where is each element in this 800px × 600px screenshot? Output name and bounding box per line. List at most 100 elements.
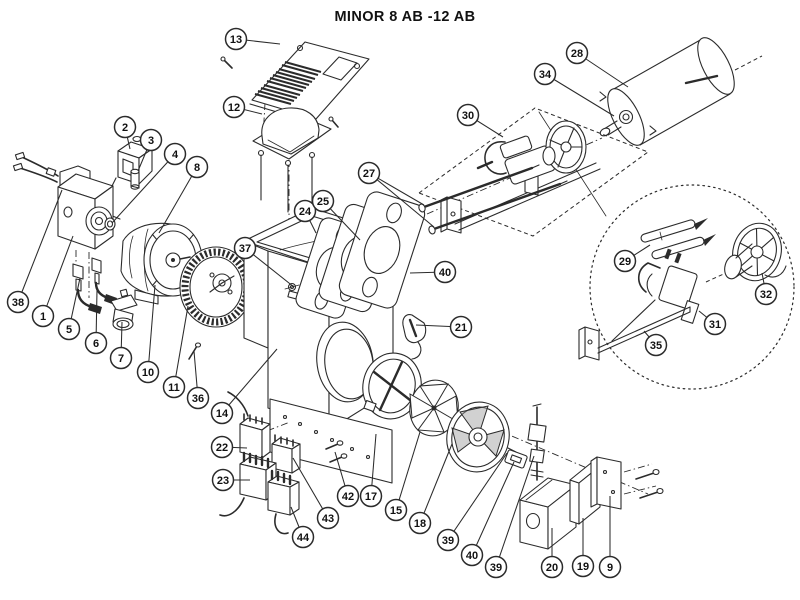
svg-text:28: 28 bbox=[571, 48, 583, 60]
callout-2: 2 bbox=[113, 115, 137, 139]
screw-36 bbox=[188, 342, 202, 360]
nozzle-valve-7 bbox=[110, 288, 138, 331]
screws-27 bbox=[418, 164, 568, 235]
callout-25: 25 bbox=[311, 189, 335, 213]
transformer-12 bbox=[252, 107, 339, 213]
callout-29: 29 bbox=[613, 249, 637, 273]
svg-text:19: 19 bbox=[577, 561, 589, 573]
air-intake-box-20 bbox=[519, 477, 577, 550]
callout-24: 24 bbox=[293, 199, 317, 223]
svg-text:3: 3 bbox=[148, 135, 154, 147]
blower-wheel-10-11 bbox=[179, 246, 253, 328]
callout-34: 34 bbox=[533, 62, 557, 86]
svg-text:8: 8 bbox=[194, 162, 200, 174]
damper-shaft-39 bbox=[527, 403, 547, 481]
callout-5: 5 bbox=[57, 317, 81, 341]
callout-42: 42 bbox=[336, 484, 360, 508]
fitting-6 bbox=[91, 257, 117, 305]
terminal-block-44 bbox=[267, 469, 300, 535]
svg-text:6: 6 bbox=[93, 338, 99, 350]
svg-text:40: 40 bbox=[439, 267, 451, 279]
svg-text:42: 42 bbox=[342, 491, 354, 503]
nozzle-29 bbox=[640, 218, 716, 260]
blast-tube-28 bbox=[599, 37, 763, 146]
svg-text:25: 25 bbox=[317, 196, 329, 208]
callout-9: 9 bbox=[598, 555, 622, 579]
svg-text:24: 24 bbox=[299, 206, 312, 218]
callout-8: 8 bbox=[185, 155, 209, 179]
damper-disc-18 bbox=[446, 401, 517, 473]
callout-18: 18 bbox=[408, 511, 432, 535]
callout-30: 30 bbox=[456, 103, 480, 127]
diffuser-32 bbox=[724, 222, 787, 282]
callout-6: 6 bbox=[84, 331, 108, 355]
callout-38: 38 bbox=[6, 290, 30, 314]
svg-text:34: 34 bbox=[539, 69, 552, 81]
svg-text:40: 40 bbox=[466, 550, 478, 562]
svg-text:20: 20 bbox=[546, 562, 558, 574]
callout-31: 31 bbox=[703, 312, 727, 336]
callout-14: 14 bbox=[210, 401, 234, 425]
svg-text:13: 13 bbox=[230, 34, 242, 46]
callout-20: 20 bbox=[540, 555, 564, 579]
callout-32: 32 bbox=[754, 282, 778, 306]
terminal-block-43 bbox=[271, 434, 301, 474]
detail-circle bbox=[578, 184, 795, 390]
drawer-assembly-30 bbox=[417, 107, 650, 237]
callout-35: 35 bbox=[644, 333, 668, 357]
callout-40: 40 bbox=[460, 543, 484, 567]
tube-fitting-34 bbox=[599, 109, 634, 137]
svg-text:27: 27 bbox=[363, 168, 375, 180]
svg-text:5: 5 bbox=[66, 324, 72, 336]
fitting-5 bbox=[72, 263, 102, 314]
callout-7: 7 bbox=[109, 346, 133, 370]
callout-22: 22 bbox=[210, 435, 234, 459]
svg-text:31: 31 bbox=[709, 319, 721, 331]
svg-text:39: 39 bbox=[442, 535, 454, 547]
callout-10: 10 bbox=[136, 360, 160, 384]
svg-text:32: 32 bbox=[760, 289, 772, 301]
svg-text:30: 30 bbox=[462, 110, 474, 122]
callout-44: 44 bbox=[291, 525, 315, 549]
svg-text:2: 2 bbox=[122, 122, 128, 134]
svg-text:29: 29 bbox=[619, 256, 631, 268]
screws-42 bbox=[325, 440, 348, 463]
diagram-title: MINOR 8 AB -12 AB bbox=[334, 9, 475, 25]
svg-text:7: 7 bbox=[118, 353, 124, 365]
callout-21: 21 bbox=[449, 315, 473, 339]
callout-11: 11 bbox=[162, 375, 186, 399]
svg-text:11: 11 bbox=[168, 382, 180, 394]
damper-disc-15 bbox=[409, 379, 459, 437]
svg-text:39: 39 bbox=[490, 562, 502, 574]
support-rod-35 bbox=[578, 299, 691, 361]
callout-23: 23 bbox=[211, 468, 235, 492]
svg-text:37: 37 bbox=[239, 243, 251, 255]
svg-text:43: 43 bbox=[322, 513, 334, 525]
callout-17: 17 bbox=[359, 484, 383, 508]
control-box-cover-13 bbox=[220, 41, 370, 124]
svg-text:15: 15 bbox=[390, 505, 402, 517]
svg-text:21: 21 bbox=[455, 322, 467, 334]
electrode-assembly-31 bbox=[637, 248, 729, 324]
callout-13: 13 bbox=[224, 27, 248, 51]
callout-40: 40 bbox=[433, 260, 457, 284]
pump-bushing-4 bbox=[104, 217, 116, 231]
svg-text:1: 1 bbox=[40, 311, 46, 323]
svg-text:4: 4 bbox=[172, 149, 179, 161]
plunger-3 bbox=[130, 168, 140, 190]
motor-8 bbox=[120, 222, 203, 305]
callout-39: 39 bbox=[436, 528, 460, 552]
callout-39: 39 bbox=[484, 555, 508, 579]
callout-43: 43 bbox=[316, 506, 340, 530]
mounting-plate-40 bbox=[338, 191, 426, 309]
svg-text:23: 23 bbox=[217, 475, 229, 487]
svg-text:22: 22 bbox=[216, 442, 228, 454]
svg-text:14: 14 bbox=[216, 408, 229, 420]
callout-27: 27 bbox=[357, 161, 381, 185]
callout-3: 3 bbox=[139, 128, 163, 152]
svg-text:17: 17 bbox=[365, 491, 377, 503]
svg-text:12: 12 bbox=[228, 102, 240, 114]
